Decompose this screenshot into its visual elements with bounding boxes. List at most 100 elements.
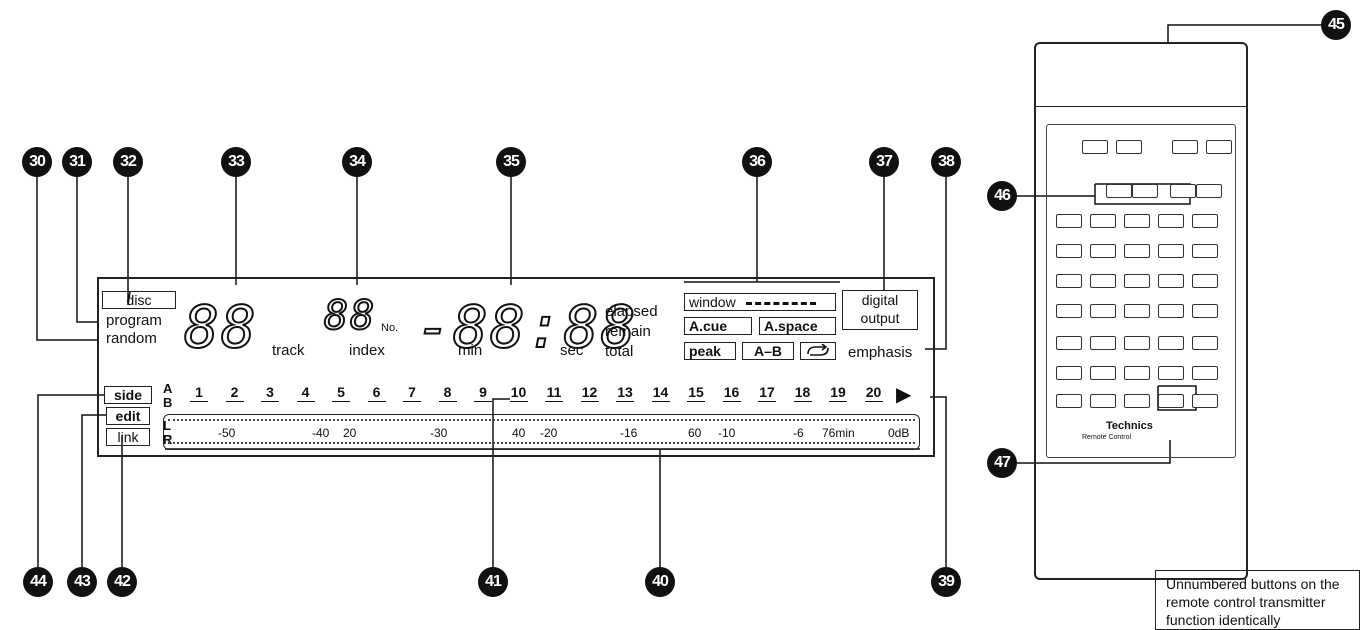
track-number: 20 [862,384,886,402]
track-number: 14 [649,384,673,402]
track-number: 13 [613,384,637,402]
peak-indicator: peak [684,342,736,360]
remote-button[interactable] [1056,394,1082,408]
remote-button[interactable] [1192,366,1218,380]
remote-button[interactable] [1170,184,1196,198]
output-label: output [860,310,900,326]
a-b-indicator: A–B [742,342,794,360]
callout-30: 30 [22,147,52,177]
callout-44: 44 [23,567,53,597]
track-label: track [272,342,305,359]
remote-button[interactable] [1196,184,1222,198]
meter-tick: -30 [430,426,448,440]
track-number: 16 [720,384,744,402]
remote-button[interactable] [1056,274,1082,288]
elapsed-indicator: elapsed [605,303,658,320]
remote-button[interactable] [1124,214,1150,228]
repeat-icon [800,342,836,360]
callout-35: 35 [496,147,526,177]
meter-dots-l [168,419,915,421]
meter-tick: -6 [793,426,804,440]
emphasis-indicator: emphasis [848,344,913,361]
track-number: 12 [578,384,602,402]
remote-button[interactable] [1192,336,1218,350]
remote-button[interactable] [1090,366,1116,380]
remote-button[interactable] [1192,274,1218,288]
track-number: 17 [755,384,779,402]
track-number: 1 [187,384,211,402]
remote-button[interactable] [1158,214,1184,228]
remote-button[interactable] [1056,304,1082,318]
row-b-label: B [163,395,173,410]
program-indicator: program [106,312,162,329]
meter-tick: 0dB [888,426,910,440]
remote-button[interactable] [1192,214,1218,228]
remote-button[interactable] [1116,140,1142,154]
digital-label: digital [861,292,899,308]
remote-button[interactable] [1082,140,1108,154]
remote-button[interactable] [1124,366,1150,380]
remote-button[interactable] [1158,394,1184,408]
track-number: 6 [365,384,389,402]
callout-37: 37 [869,147,899,177]
remote-button[interactable] [1090,394,1116,408]
callout-38: 38 [931,147,961,177]
remote-button[interactable] [1192,304,1218,318]
remote-button[interactable] [1056,366,1082,380]
remote-button[interactable] [1124,336,1150,350]
remote-button[interactable] [1192,394,1218,408]
remote-button[interactable] [1090,244,1116,258]
digital-output-indicator: digital output [842,290,918,330]
track-number: 9 [471,384,495,402]
remain-indicator: remain [605,323,651,340]
track-number: 4 [294,384,318,402]
track-number: 7 [400,384,424,402]
remote-button[interactable] [1158,244,1184,258]
callout-43: 43 [67,567,97,597]
remote-button[interactable] [1158,336,1184,350]
remote-button[interactable] [1124,274,1150,288]
a-space-indicator: A.space [759,317,836,335]
remote-button[interactable] [1124,304,1150,318]
meter-dots-r [168,442,915,444]
track-number: 15 [684,384,708,402]
side-indicator: side [104,386,152,404]
remote-button[interactable] [1124,394,1150,408]
remote-button[interactable] [1124,244,1150,258]
remote-button[interactable] [1206,140,1232,154]
callout-36: 36 [742,147,772,177]
remote-button[interactable] [1158,366,1184,380]
meter-tick: -40 [312,426,330,440]
remote-button[interactable] [1158,304,1184,318]
row-l-label: L [163,418,171,433]
track-number: 18 [791,384,815,402]
callout-46: 46 [987,181,1017,211]
callout-39: 39 [931,567,961,597]
track-number: 2 [223,384,247,402]
remote-button[interactable] [1056,336,1082,350]
callout-41: 41 [478,567,508,597]
remote-button[interactable] [1056,214,1082,228]
track-number: 19 [826,384,850,402]
meter-tick: 40 [512,426,526,440]
remote-button[interactable] [1132,184,1158,198]
track-number: 11 [542,384,566,402]
link-indicator: link [106,428,150,446]
remote-button[interactable] [1106,184,1132,198]
remote-button[interactable] [1090,336,1116,350]
remote-button[interactable] [1192,244,1218,258]
track-digits: 88 [183,293,258,361]
remote-button[interactable] [1056,244,1082,258]
total-indicator: total [605,343,634,360]
row-a-label: A [163,381,173,396]
remote-button[interactable] [1172,140,1198,154]
edit-indicator: edit [106,407,150,425]
remote-button[interactable] [1090,274,1116,288]
sec-label: sec [560,342,584,359]
remote-button[interactable] [1090,304,1116,318]
remote-button[interactable] [1090,214,1116,228]
callout-42: 42 [107,567,137,597]
callout-45: 45 [1321,10,1351,40]
remote-model: Remote Control [1082,434,1132,441]
remote-button[interactable] [1158,274,1184,288]
